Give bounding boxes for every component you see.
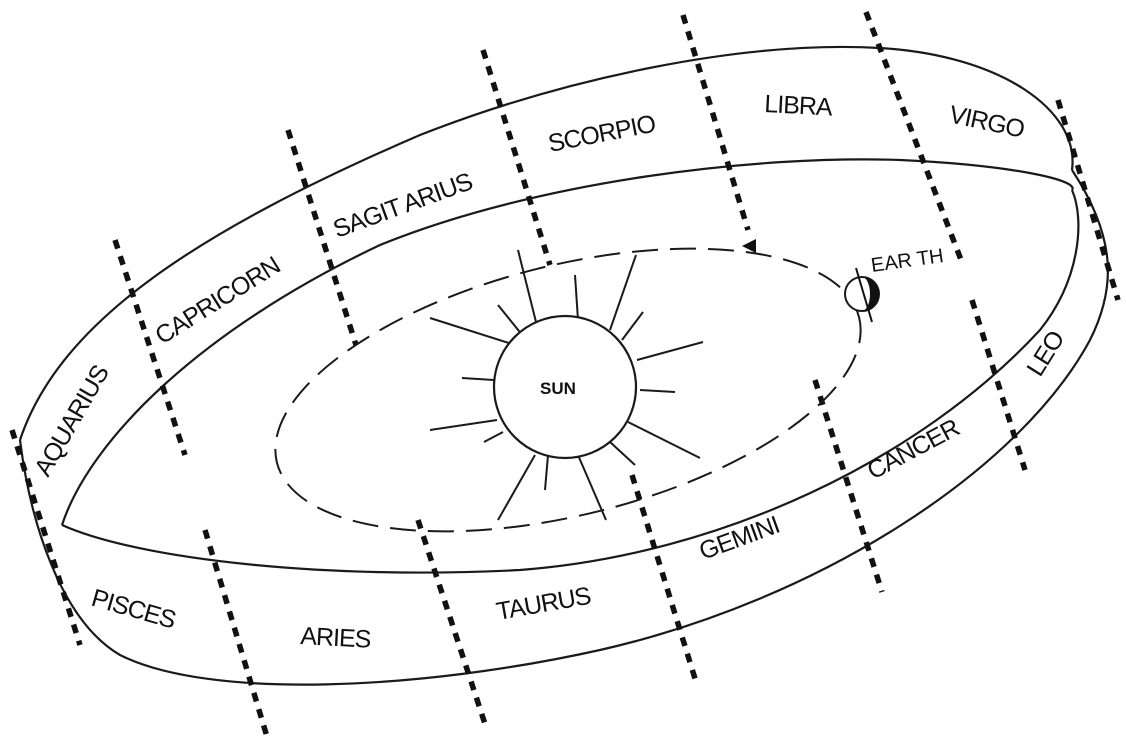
label-cancer: CANCER (863, 414, 964, 485)
divider-line (418, 520, 487, 730)
orbit-arrow-icon (742, 239, 756, 253)
sun-label: SUN (540, 379, 576, 398)
divider-line (866, 12, 963, 265)
earth-label: EAR TH (870, 245, 945, 277)
label-sagittarius: SAGIT ARIUS (329, 167, 476, 243)
label-scorpio: SCORPIO (546, 110, 658, 158)
label-aries: ARIES (300, 622, 372, 654)
label-virgo: VIRGO (947, 100, 1027, 143)
label-pisces: PISCES (88, 584, 178, 635)
label-leo: LEO (1021, 326, 1070, 381)
label-libra: LIBRA (764, 90, 834, 122)
label-taurus: TAURUS (494, 582, 593, 626)
divider-line (483, 50, 550, 265)
divider-line (972, 300, 1025, 470)
label-gemini: GEMINI (695, 511, 782, 566)
divider-line (1058, 100, 1118, 300)
divider-line (683, 15, 748, 230)
divider-line (632, 475, 697, 685)
label-aquarius: AQUARIUS (29, 361, 115, 481)
